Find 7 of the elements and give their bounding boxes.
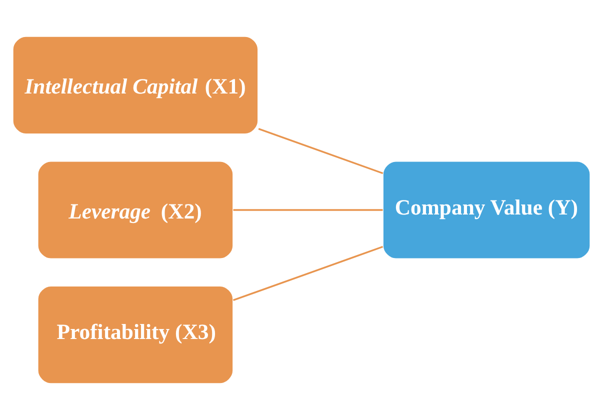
connector — [233, 208, 383, 210]
node-box: Intellectual Capital (X1) — [12, 35, 259, 134]
connector — [232, 245, 384, 301]
node-box: Leverage (X2) — [37, 160, 234, 259]
node-box: Company Value (Y) — [382, 160, 591, 259]
node-box: Profitability (X3) — [37, 284, 234, 384]
connector — [258, 128, 384, 174]
